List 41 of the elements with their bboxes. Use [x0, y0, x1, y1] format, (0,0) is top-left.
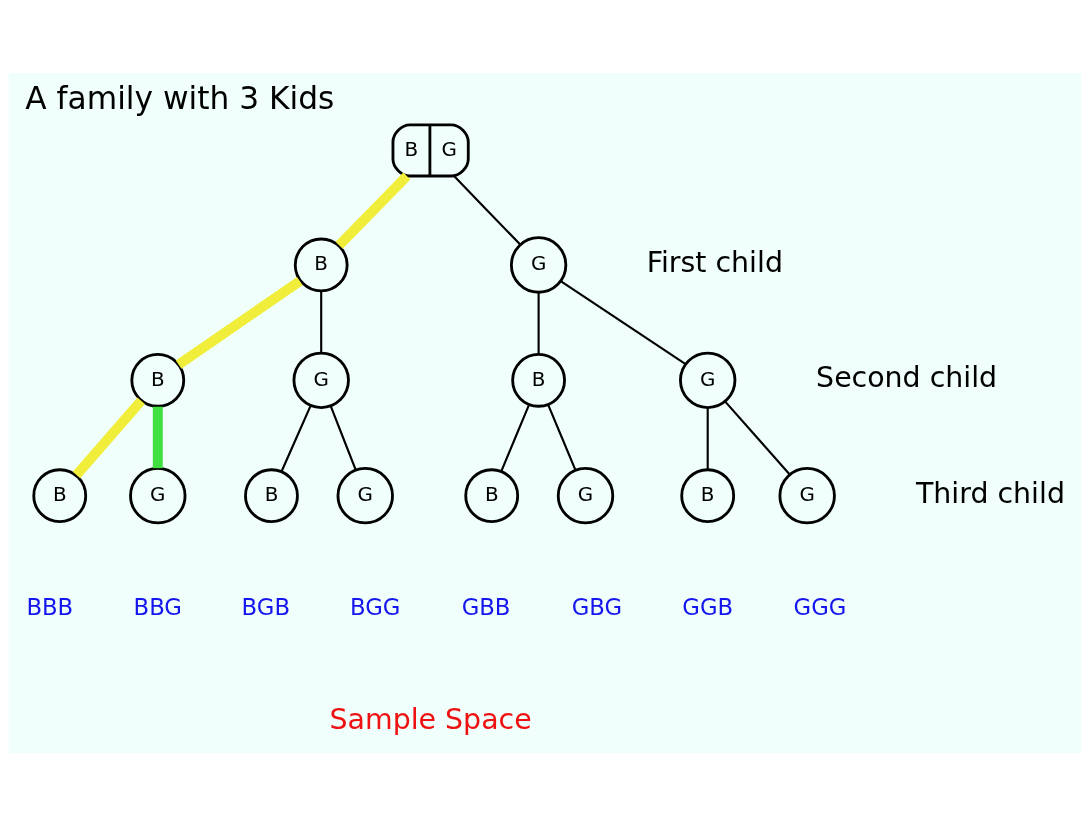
node-circle: G [336, 466, 394, 524]
node-circle: G [509, 235, 568, 294]
connector [500, 404, 530, 472]
label: Sample Space [329, 702, 532, 736]
node-circle: B [511, 352, 566, 408]
label: Second child [816, 360, 998, 394]
node-circle: B [464, 467, 520, 523]
connector [560, 279, 687, 365]
node-label: GBG [571, 593, 623, 620]
label: First child [646, 245, 783, 279]
node-circle: G [292, 351, 350, 409]
node-circle: G [679, 351, 737, 409]
connector [547, 404, 577, 471]
connector [152, 406, 163, 468]
node-label: BBG [133, 593, 182, 620]
diagram-title: A family with 3 Kids [25, 79, 335, 116]
node-circle: G [129, 466, 187, 524]
connector [329, 405, 357, 470]
node-label: GBB [461, 593, 511, 620]
connector [335, 172, 411, 249]
connector [72, 397, 145, 478]
node-circle: B [293, 237, 349, 292]
node-label: GGB [682, 593, 734, 620]
node-label: BGG [349, 593, 401, 620]
node-label: BGB [241, 593, 290, 620]
connector [537, 292, 540, 354]
connector [706, 407, 709, 469]
node-circle: B [32, 467, 88, 523]
node-circle: B [680, 467, 736, 523]
connector [280, 404, 312, 472]
connector [453, 174, 521, 245]
node-circle: B [244, 467, 299, 523]
node-circle: G [556, 466, 615, 524]
connector [320, 290, 323, 353]
connector [175, 276, 303, 369]
label: Third child [916, 476, 1065, 510]
node-circle: B [130, 352, 186, 408]
connector [724, 400, 791, 475]
node-label: GGG [793, 593, 847, 620]
node-circle: G [778, 466, 836, 524]
node-label: BBB [26, 593, 74, 620]
